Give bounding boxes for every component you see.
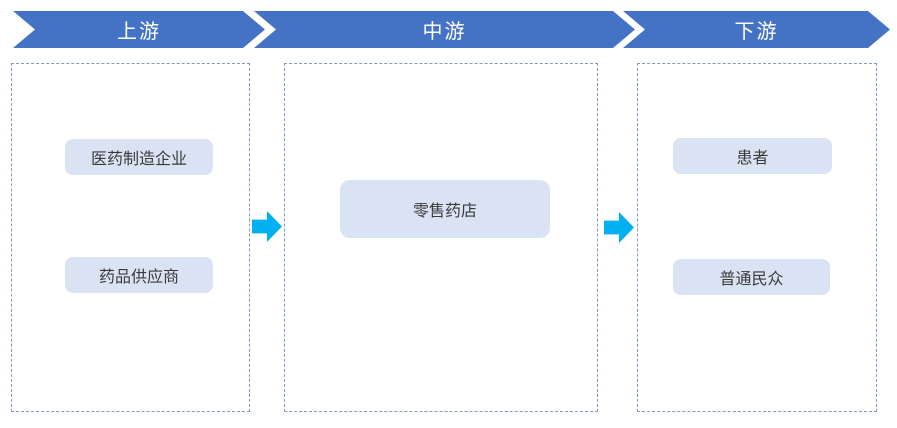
stage-banner-midstream: 中游 <box>254 11 635 48</box>
entity-box-general-public: 普通民众 <box>673 259 830 295</box>
entity-box-pharma-manufacturer: 医药制造企业 <box>65 139 213 175</box>
stage-banner-downstream: 下游 <box>623 11 890 48</box>
right-arrow-icon <box>252 211 282 242</box>
right-arrow-icon <box>604 212 634 243</box>
entity-box-retail-pharmacy: 零售药店 <box>340 180 550 238</box>
entity-box-patients: 患者 <box>673 138 832 174</box>
upstream-container <box>11 63 250 412</box>
stage-banner-midstream-label: 中游 <box>422 21 467 43</box>
entity-box-drug-supplier: 药品供应商 <box>65 257 213 293</box>
stage-banner-upstream-label: 上游 <box>117 21 161 43</box>
stage-banner-upstream: 上游 <box>13 11 265 48</box>
downstream-container <box>637 63 877 412</box>
stage-banner-downstream-label: 下游 <box>734 21 779 43</box>
